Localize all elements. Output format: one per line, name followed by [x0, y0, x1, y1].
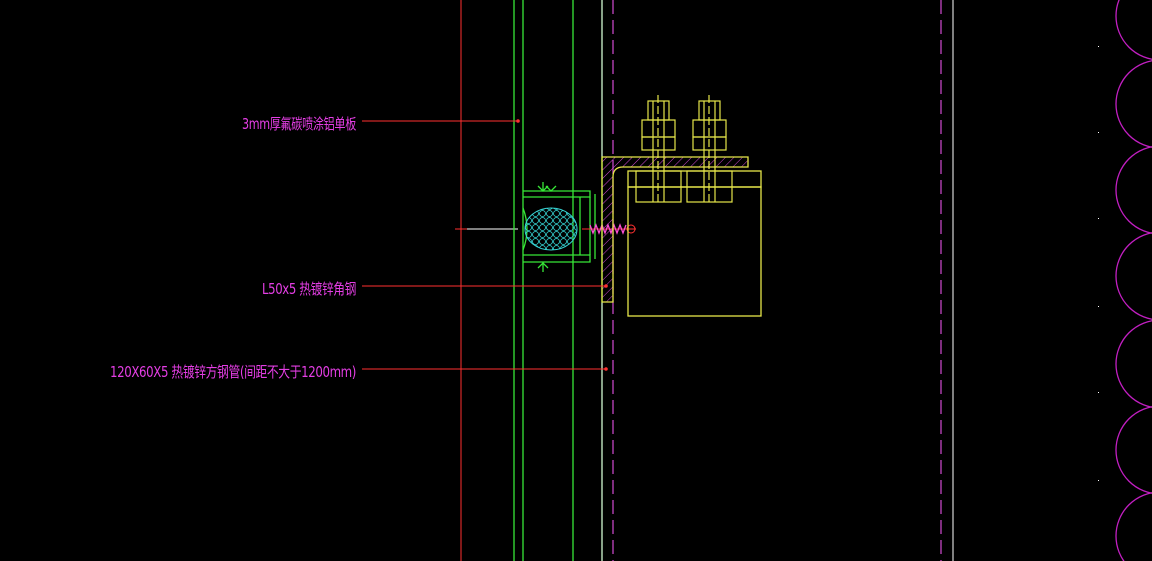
steel-tube-outline: [601, 0, 954, 561]
leader-lines: [362, 119, 608, 371]
aluminum-panel-lines: [513, 0, 603, 561]
annotation-angle-steel: L50x5 热镀锌角钢: [262, 280, 356, 298]
annotation-panel: 3mm厚氟碳喷涂铝单板: [242, 115, 356, 133]
structural-sealant-mesh: [524, 207, 578, 251]
reference-axis: [455, 0, 518, 561]
embedded-steel-plate: [627, 170, 762, 317]
wall-insulation-scallop: [1098, 0, 1152, 561]
annotation-square-tube: 120X60X5 热镀锌方钢管(间距不大于1200mm): [110, 363, 356, 381]
anchor-bolts: [635, 95, 733, 204]
angle-steel-L50x5: [601, 156, 749, 303]
